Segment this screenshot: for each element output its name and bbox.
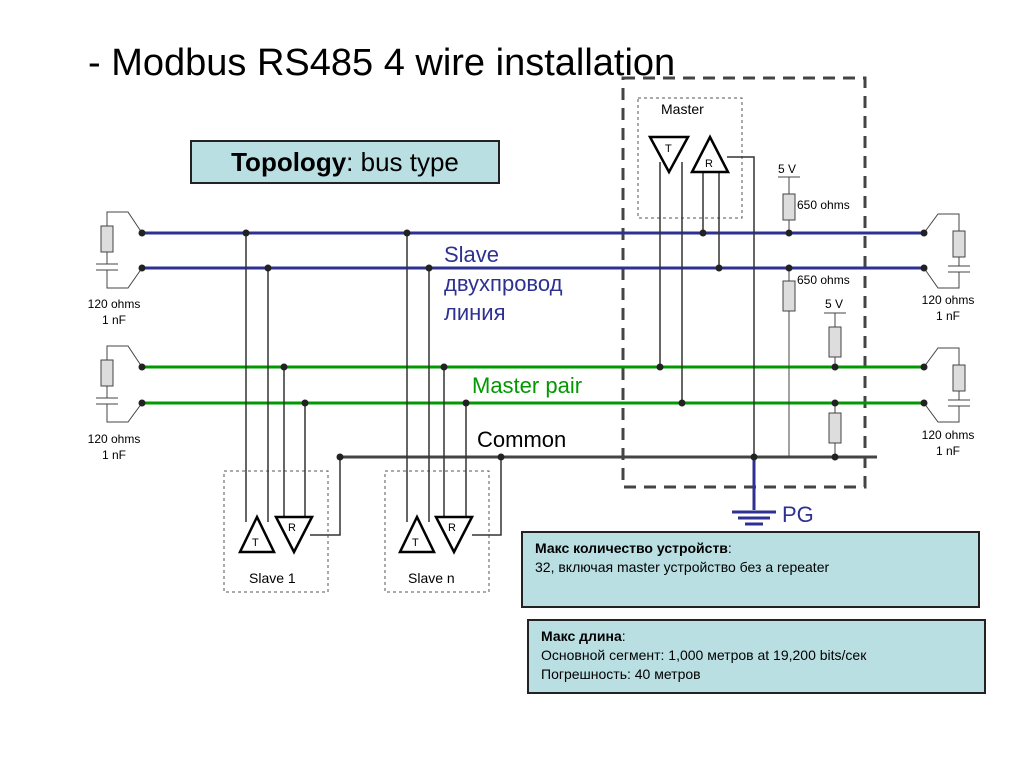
left-termination-master xyxy=(96,345,143,423)
max-devices-colon: : xyxy=(727,540,732,556)
topology-box: Topology: bus type xyxy=(190,140,500,184)
master-receiver-symbol xyxy=(689,134,731,174)
topology-label: Topology xyxy=(231,146,347,177)
slave-1-t-label: T xyxy=(252,537,259,549)
pullup-voltage-2: 5 V xyxy=(825,297,844,311)
master-wiring xyxy=(659,156,755,457)
master-pair-label: Master pair xyxy=(472,373,583,398)
slave-n-transmitter-symbol xyxy=(398,514,436,554)
right-termination-slave xyxy=(923,213,970,289)
slave-1-wiring xyxy=(245,233,341,536)
page-title: - Modbus RS485 4 wire installation xyxy=(88,42,676,84)
topology-value: : bus type xyxy=(346,146,459,177)
slave-pair-label-line2: двухпровод xyxy=(444,271,563,296)
left-termination-slave xyxy=(96,211,143,289)
max-devices-heading: Макс количество устройств xyxy=(535,540,728,556)
master-t-label: T xyxy=(665,143,672,155)
slave-n-wiring xyxy=(406,233,502,536)
slave-n-receiver-symbol xyxy=(433,515,475,555)
right-master-termination-label: 120 ohms 1 nF xyxy=(913,427,983,459)
slave-n-box xyxy=(384,470,490,593)
max-devices-box: Макс количество устройств: 32, включая m… xyxy=(521,531,980,608)
pullup-resistor-2-label: 650 ohms xyxy=(797,273,850,287)
max-length-line1: Основной сегмент: 1,000 метров at 19,200… xyxy=(541,647,867,663)
pullup-voltage-1: 5 V xyxy=(778,162,797,176)
max-length-colon: : xyxy=(621,628,626,644)
pg-label: PG xyxy=(782,502,814,527)
master-enclosure xyxy=(621,76,867,489)
master-transmitter-symbol xyxy=(647,135,691,175)
max-length-line2: Погрешность: 40 метров xyxy=(541,666,701,682)
termination-nf: 1 nF xyxy=(935,444,960,458)
termination-ohms: 120 ohms xyxy=(921,293,975,307)
master-box xyxy=(637,97,743,219)
common-label: Common xyxy=(477,427,567,452)
termination-ohms: 120 ohms xyxy=(87,432,141,446)
max-length-box: Макс длина: Основной сегмент: 1,000 метр… xyxy=(527,619,986,694)
pg-ground-symbol xyxy=(732,457,776,526)
slave-1-receiver-symbol xyxy=(273,515,315,555)
slave-n-label: Slave n xyxy=(408,570,455,586)
slave-n-r-label: R xyxy=(448,522,456,534)
left-slave-termination-label: 120 ohms 1 nF xyxy=(79,296,149,328)
termination-ohms: 120 ohms xyxy=(87,297,141,311)
right-slave-termination-label: 120 ohms 1 nF xyxy=(913,292,983,324)
termination-nf: 1 nF xyxy=(935,309,960,323)
master-label: Master xyxy=(661,101,704,117)
slave-pair-label-line3: линия xyxy=(444,300,506,325)
termination-nf: 1 nF xyxy=(101,448,126,462)
slave-1-r-label: R xyxy=(288,522,296,534)
termination-ohms: 120 ohms xyxy=(921,428,975,442)
slave-n-t-label: T xyxy=(412,537,419,549)
left-master-termination-label: 120 ohms 1 nF xyxy=(79,431,149,463)
pullup-resistors xyxy=(778,176,846,457)
slave-pair-label-line1: Slave xyxy=(444,242,500,267)
slave-1-box xyxy=(223,470,329,593)
pullup-resistor-1-label: 650 ohms xyxy=(797,198,850,212)
junction-dots xyxy=(138,229,928,461)
max-devices-text: 32, включая master устройство без a repe… xyxy=(535,559,830,575)
max-length-heading: Макс длина xyxy=(541,628,622,644)
right-termination-master xyxy=(923,347,970,423)
slave-pair-label: Slave двухпровод линия xyxy=(444,240,562,327)
slave-1-label: Slave 1 xyxy=(249,570,296,586)
slave-1-transmitter-symbol xyxy=(238,514,276,554)
master-r-label: R xyxy=(705,158,713,170)
termination-nf: 1 nF xyxy=(101,313,126,327)
